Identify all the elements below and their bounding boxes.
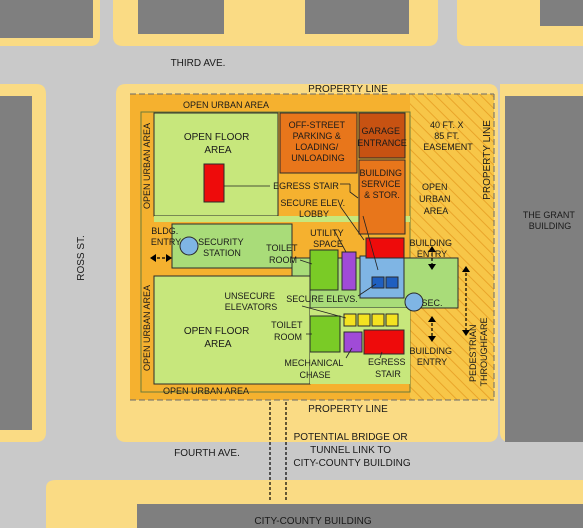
- secure-elev-lobby-label: SECURE ELEV. LOBBY: [280, 198, 347, 219]
- upper-band: [154, 216, 410, 222]
- sec-station-circle: [404, 292, 424, 312]
- unsecure-elevator-4: [385, 313, 399, 327]
- city-county-building-label: CITY-COUNTY BUILDING: [254, 516, 371, 527]
- open-floor-upper-label: OPEN FLOOR AREA: [184, 132, 252, 156]
- off-street-parking: [279, 112, 358, 174]
- easement-label: 40 FT. X 85 FT. EASEMENT: [423, 120, 473, 152]
- open-floor-lower-label: OPEN FLOOR AREA: [184, 326, 252, 350]
- open-urban-left-upper: OPEN URBAN AREA: [142, 123, 152, 209]
- unsecure-elevator-2: [357, 313, 371, 327]
- street-fourth-ave: FOURTH AVE.: [174, 448, 240, 459]
- egress-stair-upper: [203, 163, 225, 203]
- building-entry-upper-label: BUILDING ENTRY: [409, 238, 454, 259]
- grant-building-label: THE GRANT BUILDING: [523, 210, 577, 231]
- mechanical-chase: [343, 331, 363, 353]
- open-urban-right: OPEN URBAN AREA: [419, 182, 453, 216]
- open-urban-bottom: OPEN URBAN AREA: [163, 386, 249, 396]
- property-line-top: PROPERTY LINE: [308, 84, 388, 95]
- toilet-room-lower-label: TOILET ROOM: [271, 320, 305, 342]
- egress-stair-core-upper: [365, 237, 405, 259]
- building-top-b: [305, 0, 409, 34]
- open-urban-left-lower: OPEN URBAN AREA: [142, 285, 152, 371]
- pedestrian-throughfare-label: PEDESTRIAN THROUGHFARE: [468, 317, 489, 386]
- easement-hatch: [410, 94, 494, 400]
- garage-entrance-label: GARAGE ENTRANCE: [357, 126, 407, 148]
- leader-lines: [224, 183, 383, 359]
- bridge-note-label: POTENTIAL BRIDGE OR TUNNEL LINK TO CITY-…: [293, 432, 410, 469]
- unsecure-elevators-label: UNSECURE ELEVATORS: [224, 291, 277, 312]
- utility-space: [341, 251, 357, 291]
- egress-stair-lower: [363, 329, 405, 355]
- unsecure-elevator-1: [343, 313, 357, 327]
- building-city-county: [137, 504, 583, 528]
- building-service-area: [358, 159, 406, 235]
- garage-entrance: [358, 112, 406, 159]
- property-line-bottom: PROPERTY LINE: [308, 404, 388, 415]
- street-ross-st: ROSS ST.: [76, 235, 87, 281]
- bldg-entry-left-label: BLDG. ENTRY: [151, 226, 181, 247]
- building-grant: [505, 96, 583, 442]
- mechanical-chase-label: MECHANICAL CHASE: [284, 358, 345, 380]
- building-top-a: [138, 0, 224, 34]
- toilet-room-upper-label: TOILET ROOM: [266, 243, 300, 265]
- egress-stair-lower-label: EGRESS STAIR: [368, 357, 408, 379]
- sec-label: SEC.: [421, 298, 442, 308]
- toilet-room-lower: [309, 315, 341, 353]
- building-left: [0, 96, 32, 430]
- building-entry-lower-label: BUILDING ENTRY: [409, 346, 454, 367]
- secure-elevs-label: SECURE ELEVS.: [286, 294, 358, 304]
- toilet-room-upper: [309, 249, 339, 291]
- secure-elevator-2: [385, 276, 399, 289]
- building-top-left: [0, 0, 93, 38]
- utility-space-label: UTILITY SPACE: [310, 228, 346, 249]
- property-line-right: PROPERTY LINE: [482, 120, 493, 200]
- building-footprint: [140, 111, 411, 393]
- open-floor-lower: [153, 275, 311, 385]
- offstreet-parking-label: OFF-STREET PARKING & LOADING/ UNLOADING: [289, 120, 348, 163]
- arrow-heads: [150, 246, 470, 342]
- egress-stair-upper-label: EGRESS STAIR: [273, 181, 339, 191]
- street-third-ave: THIRD AVE.: [171, 58, 226, 69]
- unsecure-elevator-3: [371, 313, 385, 327]
- security-station-circle: [179, 236, 199, 256]
- building-top-right: [540, 0, 583, 26]
- open-urban-top: OPEN URBAN AREA: [183, 100, 269, 110]
- secure-elevator-1: [371, 276, 385, 289]
- security-station-label: SECURITY STATION: [198, 237, 246, 258]
- building-service-label: BUILDING SERVICE & STOR.: [359, 168, 404, 200]
